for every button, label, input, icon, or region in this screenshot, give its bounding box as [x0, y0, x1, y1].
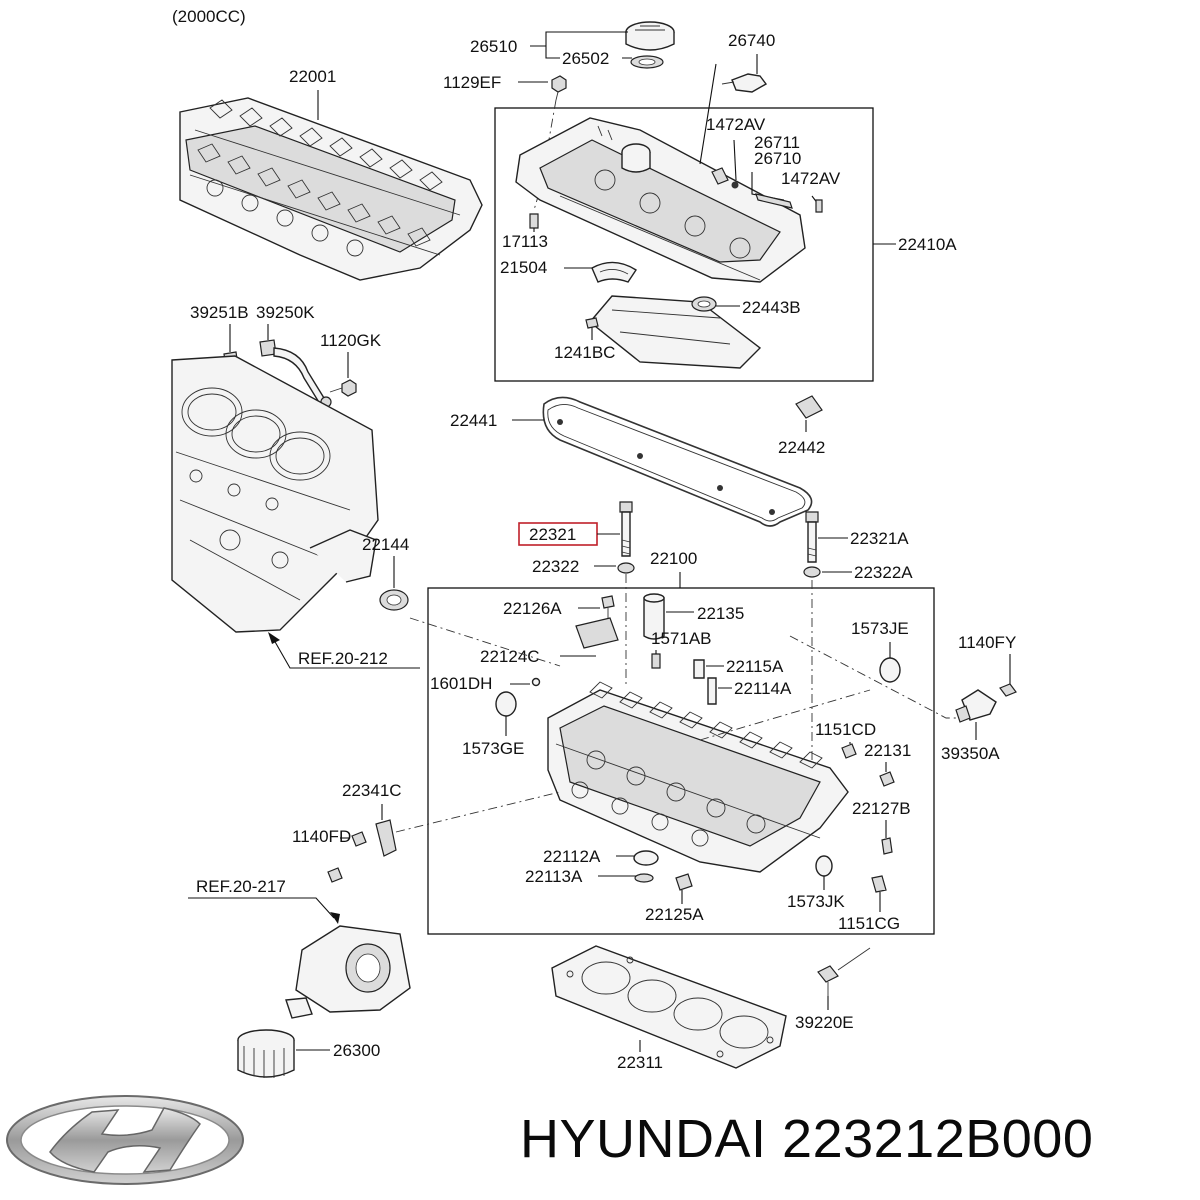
oil-filter-illustration [237, 1029, 295, 1078]
label-22001: 22001 [289, 67, 336, 86]
label-22321A: 22321A [850, 529, 909, 548]
pcv-valve-illustration [721, 73, 768, 93]
label-22322: 22322 [532, 557, 579, 576]
washer-22322A-illustration [803, 566, 821, 578]
cylinder-head-illustration [547, 681, 849, 873]
label-1140FD: 1140FD [292, 827, 351, 846]
label-22144: 22144 [362, 535, 409, 554]
bolt-1140FD-b-illustration [327, 867, 343, 883]
label-26300: 26300 [333, 1041, 380, 1060]
label-22113A: 22113A [525, 867, 583, 886]
plug-1573JE-illustration [879, 657, 901, 683]
bolt-22126A-illustration [601, 595, 615, 620]
label-1573GE: 1573GE [462, 739, 524, 758]
oil-control-valve-illustration [955, 683, 1017, 723]
tappet-22135-illustration [643, 593, 665, 640]
bracket-22341C-illustration [375, 819, 397, 857]
label-22115A: 22115A [726, 657, 784, 676]
label-22311: 22311 [617, 1053, 663, 1072]
washer-22322-illustration [617, 562, 635, 574]
label-1151CG: 1151CG [838, 914, 900, 933]
dowel-1601DH-illustration [531, 677, 541, 687]
label-39350A: 39350A [941, 744, 1000, 763]
label-22125A: 22125A [645, 905, 704, 924]
label-22124C: 22124C [480, 647, 540, 666]
label-22114A: 22114A [734, 679, 792, 698]
bolt-1129EF-illustration [551, 75, 567, 101]
arrow-icon [268, 632, 280, 644]
engine-note: (2000CC) [172, 7, 246, 26]
label-22341C: 22341C [342, 781, 402, 800]
label-ref-20-217: REF.20-217 [196, 877, 286, 896]
label-22321: 22321 [529, 525, 576, 544]
label-ref-20-212: REF.20-212 [298, 649, 388, 668]
head-bolt-22321A-illustration [805, 511, 819, 563]
label-22442: 22442 [778, 438, 825, 457]
label-22441: 22441 [450, 411, 497, 430]
label-17113: 17113 [502, 232, 548, 251]
cylinder-head-cover-illustration [515, 117, 806, 283]
plug-1573JK-illustration [815, 855, 833, 877]
label-1601DH: 1601DH [430, 674, 492, 693]
label-1573JK: 1573JK [787, 892, 845, 911]
hyundai-logo-icon [6, 1095, 244, 1185]
label-39251B: 39251B [190, 303, 249, 322]
label-22131: 22131 [864, 741, 911, 760]
oil-pump-illustration [285, 925, 411, 1019]
label-1472AV-b: 1472AV [781, 169, 841, 188]
head-cover-gasket-illustration [542, 396, 813, 527]
seal-22113A-illustration [634, 873, 654, 883]
plug-1571AB-illustration [651, 653, 661, 669]
label-21504: 21504 [500, 258, 547, 277]
part-number: 223212B000 [782, 1109, 1094, 1169]
label-26502: 26502 [562, 49, 609, 68]
label-1573JE: 1573JE [851, 619, 909, 638]
brand-name: HYUNDAI [520, 1109, 767, 1169]
bolt-1151CG-illustration [871, 875, 887, 893]
bolt-1151CD-illustration [841, 743, 857, 759]
half-moon-seal-illustration [795, 395, 823, 419]
label-1140FY: 1140FY [958, 633, 1016, 652]
label-22443B: 22443B [742, 298, 801, 317]
stud-22125A-illustration [675, 873, 693, 891]
label-1472AV-a: 1472AV [706, 115, 766, 134]
label-1129EF: 1129EF [443, 73, 501, 92]
part-caption: HYUNDAI 223212B000 [520, 1108, 1093, 1170]
label-22127B: 22127B [852, 799, 911, 818]
label-26510: 26510 [470, 37, 517, 56]
label-1120GK: 1120GK [320, 331, 382, 350]
arrow-icon-2 [330, 912, 340, 924]
label-39220E: 39220E [795, 1013, 854, 1032]
valve-guide-illustration [693, 659, 717, 705]
label-26710: 26710 [754, 149, 801, 168]
label-39250K: 39250K [256, 303, 315, 322]
oil-separator-illustration [591, 261, 637, 283]
head-gasket-illustration [551, 945, 787, 1069]
label-22410A: 22410A [898, 235, 957, 254]
seal-22112A-illustration [633, 850, 659, 866]
label-1571AB: 1571AB [651, 629, 712, 648]
camshaft-assembly-illustration [179, 97, 483, 281]
cylinder-head-frame [427, 587, 935, 935]
label-1241BC: 1241BC [554, 343, 615, 362]
cam-cap-22124C-illustration [575, 617, 619, 649]
bolt-1140FD-illustration [351, 831, 367, 847]
engine-block-illustration [171, 355, 409, 633]
label-26711: 26711 [754, 133, 800, 152]
label-22100: 22100 [650, 549, 697, 568]
label-22322A: 22322A [854, 563, 913, 582]
baffle-plate-illustration [589, 295, 762, 369]
plug-1573GE-illustration [495, 691, 517, 717]
bolt-22131-illustration [879, 771, 895, 787]
label-22112A: 22112A [543, 847, 601, 866]
label-26740: 26740 [728, 31, 775, 50]
oil-filler-cap-illustration [625, 21, 675, 69]
bolt-22127B-illustration [881, 837, 893, 855]
label-22126A: 22126A [503, 599, 562, 618]
head-bolt-22321-illustration [619, 501, 633, 557]
label-1151CD: 1151CD [815, 720, 876, 739]
label-22135: 22135 [697, 604, 744, 623]
sensor-39220E-illustration [817, 947, 871, 996]
